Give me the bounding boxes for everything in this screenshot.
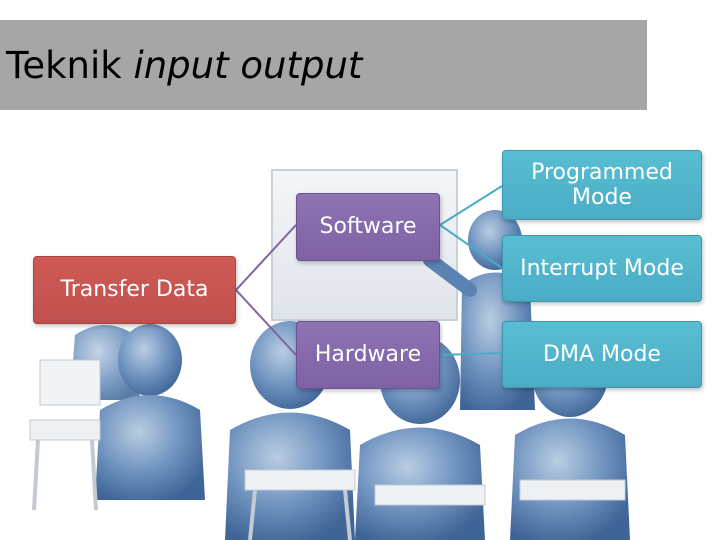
connector-hardware-dma xyxy=(439,352,503,356)
slide-title: Teknik input output xyxy=(6,47,362,84)
node-hardware: Hardware xyxy=(296,321,440,389)
connector-software-programmed xyxy=(439,185,503,226)
node-label: Hardware xyxy=(314,342,422,368)
node-label: Interrupt Mode xyxy=(520,255,684,281)
title-italic: input output xyxy=(133,43,363,87)
connector-root-hardware xyxy=(235,289,297,356)
node-interrupt-mode: Interrupt Mode xyxy=(502,235,702,302)
diagram-scene: Transfer Data Software Hardware Programm… xyxy=(0,110,720,540)
connector-root-software xyxy=(235,224,297,291)
node-label: Programmed Mode xyxy=(531,159,673,210)
node-label: Transfer Data xyxy=(60,277,209,303)
node-transfer-data: Transfer Data xyxy=(33,256,236,324)
node-software: Software xyxy=(296,193,440,261)
node-label: DMA Mode xyxy=(543,341,661,367)
connectors xyxy=(235,185,503,356)
connector-software-interrupt xyxy=(439,224,503,269)
title-plain: Teknik xyxy=(6,43,134,87)
node-programmed-mode: Programmed Mode xyxy=(502,150,702,220)
node-label: Software xyxy=(319,214,417,240)
title-bar: Teknik input output xyxy=(0,20,647,110)
node-dma-mode: DMA Mode xyxy=(502,321,702,388)
